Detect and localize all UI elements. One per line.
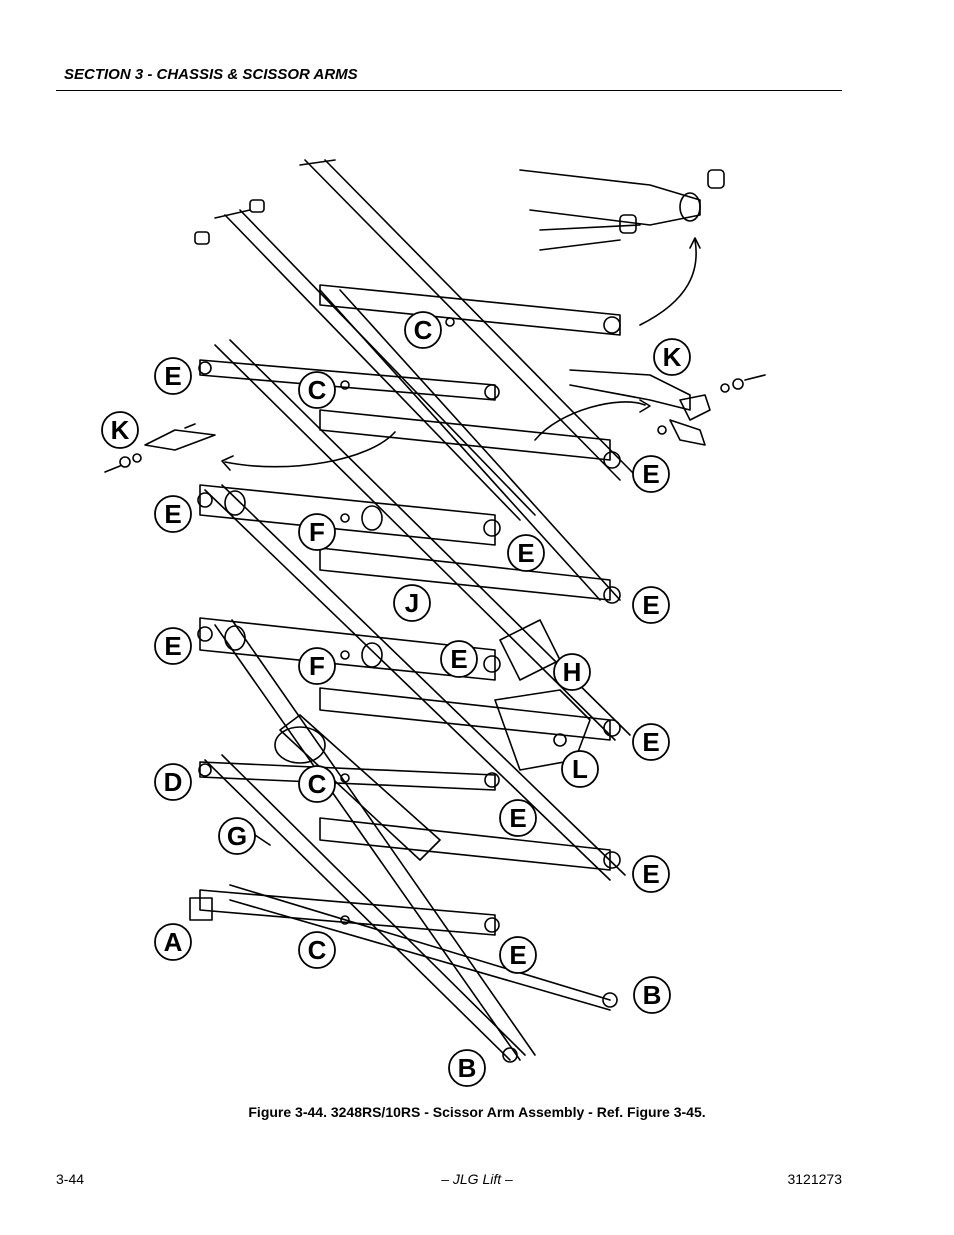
callout-k1: K: [653, 338, 691, 376]
callout-f1: F: [298, 513, 336, 551]
svg-text:B: B: [458, 1053, 477, 1083]
svg-text:K: K: [111, 415, 130, 445]
svg-text:E: E: [642, 727, 659, 757]
svg-text:H: H: [563, 657, 582, 687]
detail-inset-top: [519, 169, 725, 326]
svg-text:D: D: [164, 767, 183, 797]
svg-text:E: E: [509, 940, 526, 970]
detail-k-right: [534, 369, 766, 446]
callout-e4: E: [507, 534, 545, 572]
svg-text:C: C: [308, 375, 327, 405]
lift-cylinder: [274, 619, 591, 861]
callout-e11: E: [499, 936, 537, 974]
top-end-blocks: [194, 159, 336, 245]
page-number: 3-44: [56, 1171, 85, 1187]
svg-text:E: E: [164, 499, 181, 529]
svg-text:J: J: [405, 588, 419, 618]
svg-text:B: B: [643, 980, 662, 1010]
callout-f2: F: [298, 647, 336, 685]
svg-text:E: E: [642, 459, 659, 489]
callout-d: D: [154, 763, 192, 801]
callout-e10: E: [632, 855, 670, 893]
callout-g: G: [218, 817, 256, 855]
svg-text:E: E: [517, 538, 534, 568]
callout-c1: C: [404, 311, 442, 349]
callout-k2: K: [101, 411, 139, 449]
header-rule: [56, 90, 842, 91]
document-number: 3121273: [787, 1171, 842, 1187]
callout-a: A: [154, 923, 192, 961]
callout-e6: E: [154, 627, 192, 665]
callout-h: H: [553, 653, 591, 691]
svg-text:E: E: [642, 859, 659, 889]
callout-j: J: [393, 584, 431, 622]
scissor-arm-assembly-figure: C K E C K E E F E J E E E F H E L D C E …: [101, 159, 766, 1087]
callout-b1: B: [633, 976, 671, 1014]
svg-text:F: F: [309, 517, 325, 547]
callout-e8: E: [632, 723, 670, 761]
svg-text:E: E: [642, 590, 659, 620]
svg-text:E: E: [164, 631, 181, 661]
svg-text:C: C: [308, 769, 327, 799]
callout-e5: E: [632, 586, 670, 624]
callouts: C K E C K E E F E J E E E F H E L D C E …: [101, 311, 691, 1087]
section-header: SECTION 3 - CHASSIS & SCISSOR ARMS: [64, 66, 358, 83]
publisher: – JLG Lift –: [441, 1171, 513, 1187]
cross-arms: [199, 284, 621, 936]
detail-k-left: [104, 423, 396, 473]
callout-e2: E: [632, 455, 670, 493]
svg-text:E: E: [450, 644, 467, 674]
svg-text:E: E: [164, 361, 181, 391]
svg-text:C: C: [414, 315, 433, 345]
svg-text:K: K: [663, 342, 682, 372]
svg-text:L: L: [572, 754, 588, 784]
callout-c2: C: [298, 371, 336, 409]
callout-e3: E: [154, 495, 192, 533]
scissor-arms-diagonal: [204, 159, 636, 1061]
svg-text:C: C: [308, 935, 327, 965]
callout-c3: C: [298, 765, 336, 803]
callout-e9: E: [499, 799, 537, 837]
svg-text:G: G: [227, 821, 247, 851]
callout-e7: E: [440, 640, 478, 678]
svg-text:E: E: [509, 803, 526, 833]
callout-b2: B: [448, 1049, 486, 1087]
pivot-caps: [197, 316, 621, 1063]
figure-caption: Figure 3-44. 3248RS/10RS - Scissor Arm A…: [248, 1104, 706, 1120]
callout-c4: C: [298, 931, 336, 969]
callout-e1: E: [154, 357, 192, 395]
callout-l: L: [561, 750, 599, 788]
svg-text:F: F: [309, 651, 325, 681]
svg-text:A: A: [164, 927, 183, 957]
bottom-block: [189, 897, 213, 921]
